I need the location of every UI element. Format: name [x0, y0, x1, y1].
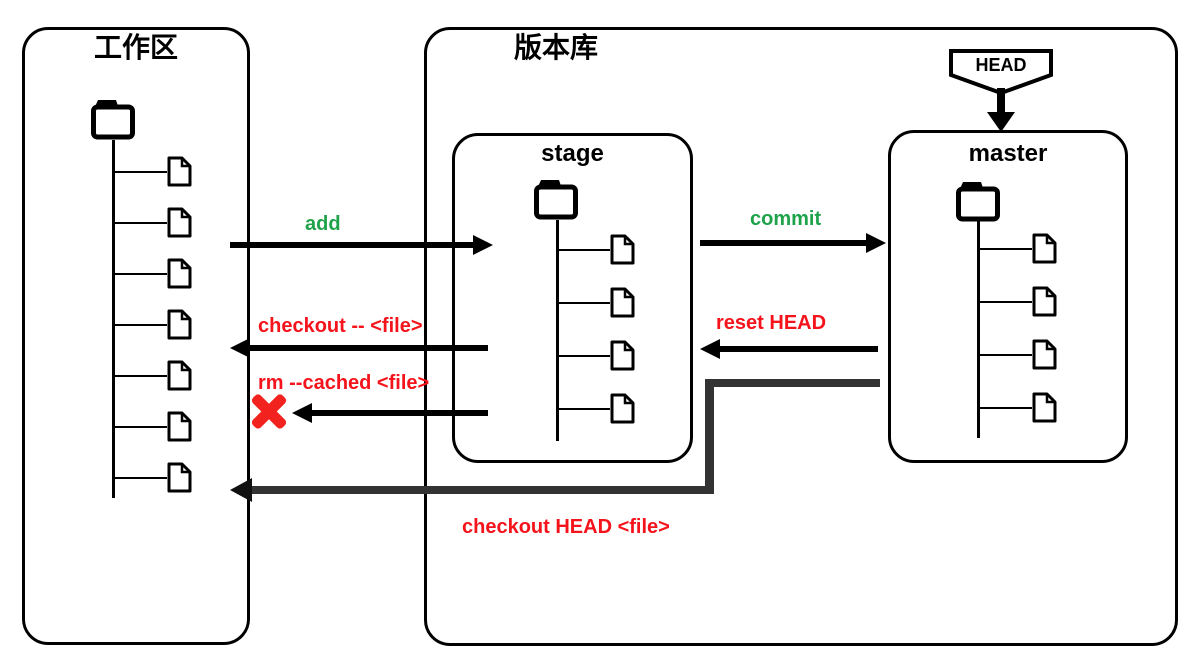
checkout-head-path-vertical	[705, 379, 714, 494]
folder-icon	[532, 177, 580, 221]
file-icon	[167, 462, 192, 493]
workspace-tree-trunk	[112, 140, 115, 498]
branch-line	[114, 221, 167, 224]
commit-label: commit	[750, 208, 822, 230]
reset-head-arrowhead-icon	[700, 339, 720, 359]
rm-cached-arrowhead-icon	[292, 403, 312, 423]
file-icon	[167, 309, 192, 340]
workspace-panel	[22, 27, 250, 645]
head-arrow-icon	[987, 112, 1015, 132]
checkout-head-path-top	[705, 379, 880, 387]
folder-icon	[89, 97, 137, 141]
branch-line	[979, 300, 1032, 303]
branch-line	[979, 247, 1032, 250]
branch-line	[114, 374, 167, 377]
rm-cached-arrow	[311, 410, 488, 416]
checkout-head-label: checkout HEAD <file>	[462, 516, 670, 538]
folder-icon	[954, 179, 1002, 223]
file-item	[114, 248, 192, 299]
reset-head-label: reset HEAD	[716, 312, 827, 334]
file-icon	[1032, 233, 1057, 264]
branch-line	[114, 272, 167, 275]
stage-files	[558, 223, 635, 435]
workspace-title: 工作区	[93, 32, 178, 63]
add-arrow	[230, 242, 474, 248]
checkout-head-path-bottom	[250, 486, 714, 494]
file-icon	[167, 207, 192, 238]
branch-line	[114, 170, 167, 173]
master-title: master	[968, 140, 1048, 167]
commit-arrowhead-icon	[866, 233, 886, 253]
file-item	[558, 382, 635, 435]
file-item	[114, 401, 192, 452]
rm-cached-label: rm --cached <file>	[258, 372, 430, 394]
file-item	[979, 381, 1057, 434]
file-item	[114, 197, 192, 248]
file-item	[558, 276, 635, 329]
file-icon	[167, 156, 192, 187]
master-files	[979, 222, 1057, 434]
file-item	[114, 452, 192, 503]
branch-line	[979, 353, 1032, 356]
branch-line	[114, 476, 167, 479]
file-item	[558, 223, 635, 276]
checkout-file-arrow	[249, 345, 488, 351]
reset-head-arrow	[719, 346, 878, 352]
branch-line	[558, 248, 610, 251]
file-item	[114, 146, 192, 197]
file-item	[979, 275, 1057, 328]
file-icon	[167, 258, 192, 289]
x-mark-icon	[247, 389, 291, 433]
stage-title: stage	[541, 140, 604, 167]
file-icon	[167, 360, 192, 391]
branch-line	[558, 301, 610, 304]
file-item	[114, 350, 192, 401]
master-tree-trunk	[977, 220, 980, 438]
commit-arrow	[700, 240, 868, 246]
checkout-head-arrowhead-icon	[230, 478, 252, 502]
file-icon	[1032, 339, 1057, 370]
branch-line	[558, 354, 610, 357]
workspace-files	[114, 146, 192, 503]
file-item	[114, 299, 192, 350]
head-arrow-shaft	[997, 88, 1005, 116]
branch-line	[114, 425, 167, 428]
file-icon	[610, 287, 635, 318]
branch-line	[558, 407, 610, 410]
file-item	[558, 329, 635, 382]
branch-line	[979, 406, 1032, 409]
head-label: HEAD	[975, 55, 1027, 75]
file-icon	[167, 411, 192, 442]
checkout-file-arrowhead-icon	[230, 338, 250, 358]
file-icon	[610, 234, 635, 265]
file-icon	[1032, 392, 1057, 423]
add-label: add	[305, 213, 341, 235]
checkout-file-label: checkout -- <file>	[258, 315, 423, 337]
head-banner	[947, 47, 1055, 97]
stage-tree-trunk	[556, 220, 559, 441]
repository-title: 版本库	[514, 32, 599, 63]
file-icon	[610, 340, 635, 371]
file-icon	[1032, 286, 1057, 317]
add-arrowhead-icon	[473, 235, 493, 255]
file-item	[979, 328, 1057, 381]
file-item	[979, 222, 1057, 275]
branch-line	[114, 323, 167, 326]
file-icon	[610, 393, 635, 424]
